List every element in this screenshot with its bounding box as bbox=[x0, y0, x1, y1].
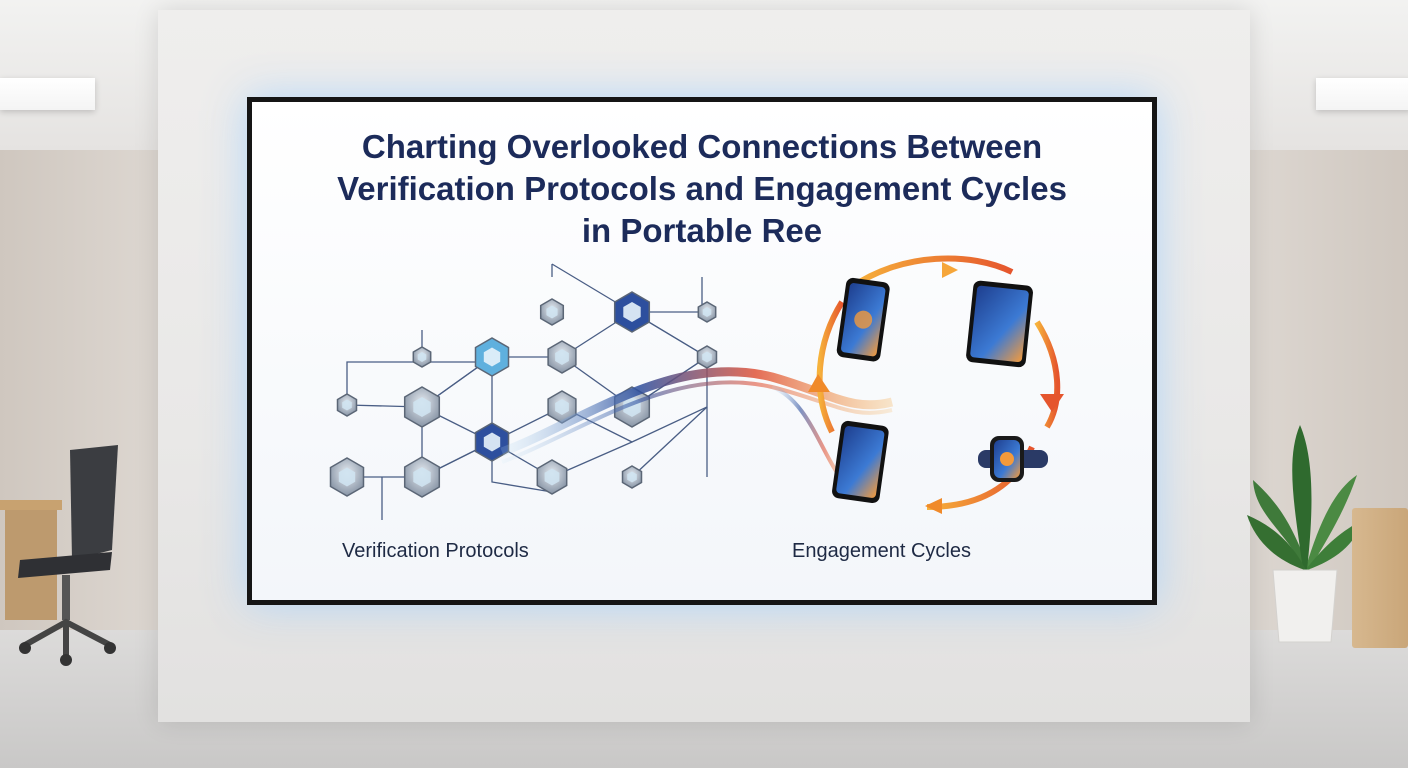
hexagon-core bbox=[555, 349, 569, 365]
cycle-arrow-icon bbox=[808, 374, 830, 392]
hexagon-core bbox=[338, 467, 356, 487]
title-line-3: in Portable Ree bbox=[581, 212, 823, 249]
hexagon-core bbox=[413, 397, 431, 417]
hexagon-core bbox=[417, 352, 427, 362]
smartphone-icon bbox=[836, 277, 890, 362]
hexagon-core bbox=[555, 399, 569, 415]
title-line-1: Charting Overlooked Connections Between bbox=[361, 128, 1043, 165]
tablet-icon bbox=[966, 280, 1033, 368]
hexagon-core bbox=[483, 347, 501, 367]
cycle-arrow-icon bbox=[925, 498, 942, 514]
hexagon-core bbox=[702, 307, 712, 317]
cycle-arrow-icon bbox=[1040, 394, 1064, 412]
slide-title: Charting Overlooked Connections Between … bbox=[252, 126, 1152, 252]
smartphone-icon bbox=[832, 420, 889, 504]
label-engagement-cycles: Engagement Cycles bbox=[792, 540, 971, 562]
hexagon-core bbox=[546, 305, 558, 319]
smartwatch-icon bbox=[978, 436, 1048, 482]
connection-illustration bbox=[329, 255, 1064, 520]
hexagon-core bbox=[623, 302, 641, 322]
verification-network bbox=[329, 291, 718, 498]
hexagon-core bbox=[413, 467, 431, 487]
hexagon-core bbox=[627, 471, 637, 483]
label-verification-protocols: Verification Protocols bbox=[342, 540, 529, 562]
wooden-cabinet bbox=[1352, 508, 1408, 648]
network-links bbox=[346, 263, 709, 520]
connection-band bbox=[500, 367, 894, 457]
hexagon-core bbox=[544, 468, 560, 486]
cycle-arrow-icon bbox=[942, 262, 958, 278]
ceiling-light-right bbox=[1316, 78, 1408, 110]
hexagon-core bbox=[342, 399, 352, 411]
hexagon-core bbox=[702, 351, 712, 363]
hexagon-core bbox=[483, 432, 501, 452]
ceiling-light-left bbox=[0, 78, 95, 110]
title-line-2: Verification Protocols and Engagement Cy… bbox=[337, 170, 1067, 207]
potted-plant bbox=[1247, 425, 1363, 643]
office-chair bbox=[0, 445, 118, 666]
display-screen: Charting Overlooked Connections Between … bbox=[247, 97, 1157, 605]
